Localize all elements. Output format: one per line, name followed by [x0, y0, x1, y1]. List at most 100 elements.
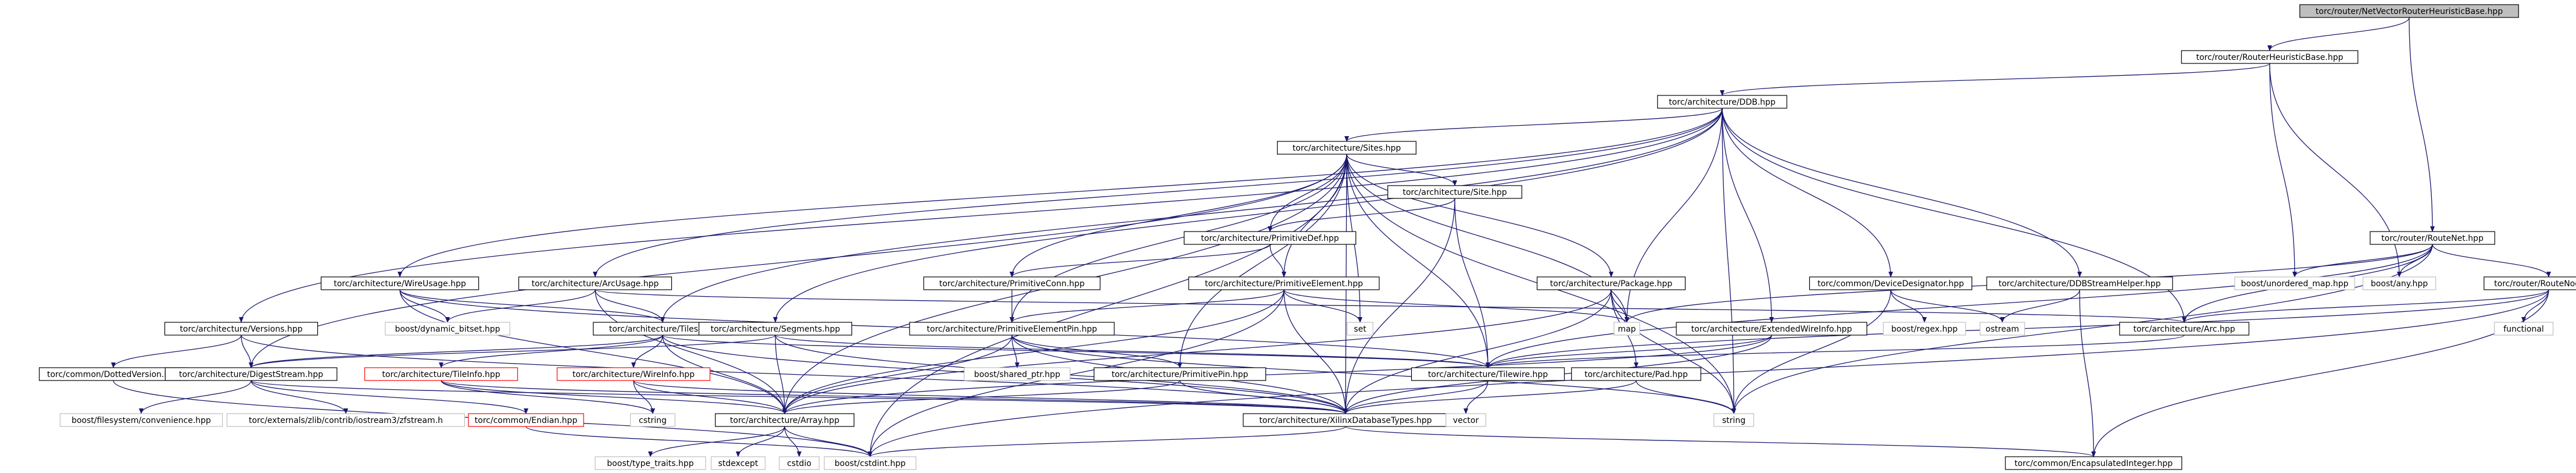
node-array[interactable]: torc/architecture/Array.hpp — [715, 413, 854, 427]
edge-array-to-cstdint — [784, 426, 872, 457]
node-site[interactable]: torc/architecture/Site.hpp — [1387, 185, 1522, 199]
edge-wireusage-to-tiles — [399, 289, 665, 323]
node-package[interactable]: torc/architecture/Package.hpp — [1536, 276, 1686, 290]
edge-segments-to-digest — [249, 335, 776, 368]
node-arc[interactable]: torc/architecture/Arc.hpp — [2119, 322, 2249, 336]
node-box — [1676, 322, 1867, 336]
node-tilewire[interactable]: torc/architecture/Tilewire.hpp — [1411, 367, 1565, 381]
node-wireinfo[interactable]: torc/architecture/WireInfo.hpp — [556, 367, 711, 381]
edge-ddb-to-map — [1625, 108, 1723, 323]
node-map: map — [1613, 322, 1640, 336]
edge-devdes-to-regex — [1890, 289, 1927, 323]
node-digest[interactable]: torc/architecture/DigestStream.hpp — [164, 367, 338, 381]
edge-segments-to-tilewire — [775, 335, 1490, 368]
edge-digest-to-xdltypes — [251, 380, 1348, 414]
node-string: string — [1713, 413, 1754, 427]
node-label: torc/architecture/Arc.hpp — [2133, 325, 2235, 334]
node-box — [595, 456, 706, 470]
edge-ddb-to-extwire — [1722, 108, 1774, 323]
node-pdef[interactable]: torc/architecture/PrimitiveDef.hpp — [1183, 231, 1357, 245]
node-routenode[interactable]: torc/router/RouteNode.hpp — [2484, 276, 2576, 290]
edge-digest-to-fsconv — [139, 380, 252, 414]
node-ppin[interactable]: torc/architecture/PrimitivePin.hpp — [1093, 367, 1266, 381]
node-label: torc/architecture/Tilewire.hpp — [1428, 370, 1548, 379]
node-ddbsh[interactable]: torc/architecture/DDBStreamHelper.hpp — [1986, 276, 2173, 290]
edge-devdes-to-ostream — [1890, 289, 2005, 323]
node-fsconv: boost/filesystem/convenience.hpp — [59, 413, 223, 427]
node-pelem[interactable]: torc/architecture/PrimitiveElement.hpp — [1188, 276, 1380, 290]
edge-pad-to-string — [1636, 380, 1736, 414]
node-dynbit: boost/dynamic_bitset.hpp — [385, 322, 510, 336]
edge-pelem-to-map — [1283, 289, 1629, 323]
node-box — [1093, 367, 1266, 381]
node-label: boost/any.hpp — [2371, 279, 2428, 289]
node-label: string — [1722, 416, 1745, 425]
node-sites[interactable]: torc/architecture/Sites.hpp — [1277, 141, 1416, 155]
node-box — [1183, 231, 1357, 245]
edge-array-to-stdexcept — [736, 426, 785, 457]
node-rhb[interactable]: torc/router/RouterHeuristicBase.hpp — [2181, 50, 2359, 64]
node-routenet[interactable]: torc/router/RouteNet.hpp — [2370, 231, 2495, 245]
node-pad[interactable]: torc/architecture/Pad.hpp — [1571, 367, 1701, 381]
edge-sites-to-pelempin — [1010, 154, 1347, 323]
edge-tiles-to-digest — [249, 335, 663, 368]
node-pelempin[interactable]: torc/architecture/PrimitiveElementPin.hp… — [909, 322, 1115, 336]
node-tileinfo[interactable]: torc/architecture/TileInfo.hpp — [364, 367, 518, 381]
node-box — [2493, 322, 2554, 336]
node-box — [2181, 50, 2359, 64]
edge-tileinfo-to-cstring — [441, 380, 655, 414]
edge-wireusage-to-dynbit — [399, 289, 450, 323]
node-encint[interactable]: torc/common/EncapsulatedInteger.hpp — [2005, 456, 2183, 470]
node-box — [556, 367, 711, 381]
edge-ddbsh-to-encint — [2079, 289, 2096, 457]
node-label: torc/architecture/ArcUsage.hpp — [532, 279, 659, 289]
node-box — [2299, 4, 2519, 18]
node-label: boost/shared_ptr.hpp — [974, 370, 1060, 379]
node-extwire[interactable]: torc/architecture/ExtendedWireInfo.hpp — [1676, 322, 1867, 336]
edge-arcusage-to-tiles — [595, 289, 665, 323]
node-box — [824, 456, 917, 470]
node-wireusage[interactable]: torc/architecture/WireUsage.hpp — [320, 276, 480, 290]
node-label: boost/type_traits.hpp — [607, 459, 693, 468]
node-box — [1446, 413, 1486, 427]
edge-pdef-to-pelem — [1269, 244, 1286, 278]
edge-ddb-to-arcusage — [593, 108, 1723, 278]
node-box — [320, 276, 480, 290]
node-label: torc/architecture/WireUsage.hpp — [334, 279, 466, 289]
node-box — [227, 413, 465, 427]
node-box — [385, 322, 510, 336]
edge-tiles-to-array — [662, 335, 787, 414]
edge-site-to-tilewire — [1454, 198, 1490, 368]
edge-routenode-to-cstdint — [868, 289, 2549, 457]
node-ddb[interactable]: torc/architecture/DDB.hpp — [1657, 95, 1787, 109]
node-devdes[interactable]: torc/common/DeviceDesignator.hpp — [1809, 276, 1973, 290]
node-box — [1188, 276, 1380, 290]
node-stdexcept: stdexcept — [710, 456, 766, 470]
node-arcusage[interactable]: torc/architecture/ArcUsage.hpp — [518, 276, 672, 290]
edge-sites-to-pdef — [1268, 154, 1347, 232]
node-segments[interactable]: torc/architecture/Segments.hpp — [698, 322, 853, 336]
edge-arc-to-tilewire — [1486, 335, 2185, 368]
node-label: torc/common/DeviceDesignator.hpp — [1817, 279, 1964, 289]
edge-pelem-to-set — [1283, 289, 1362, 323]
node-box — [1277, 141, 1416, 155]
node-box — [909, 322, 1115, 336]
node-xdltypes[interactable]: torc/architecture/XilinxDatabaseTypes.hp… — [1243, 413, 1448, 427]
node-cstdint: boost/cstdint.hpp — [824, 456, 917, 470]
node-versions[interactable]: torc/architecture/Versions.hpp — [164, 322, 319, 336]
node-label: torc/router/RouteNode.hpp — [2494, 279, 2576, 289]
node-pconn[interactable]: torc/architecture/PrimitiveConn.hpp — [923, 276, 1101, 290]
node-label: cstdio — [787, 459, 811, 468]
edge-tilewire-to-vector — [1464, 380, 1489, 414]
node-typetraits: boost/type_traits.hpp — [595, 456, 706, 470]
edge-package-to-string — [1611, 289, 1736, 414]
edge-root-to-rhb — [2267, 17, 2410, 51]
node-box — [1809, 276, 1973, 290]
node-label: torc/architecture/Package.hpp — [1550, 279, 1673, 289]
edge-tiles-to-tileinfo — [439, 335, 663, 368]
node-tiles[interactable]: torc/architecture/Tiles.hpp — [593, 322, 732, 336]
edge-wireinfo-to-cstring — [633, 380, 655, 414]
node-endian[interactable]: torc/common/Endian.hpp — [468, 413, 584, 427]
node-box — [364, 367, 518, 381]
node-dotted[interactable]: torc/common/DottedVersion.hpp — [38, 367, 188, 381]
